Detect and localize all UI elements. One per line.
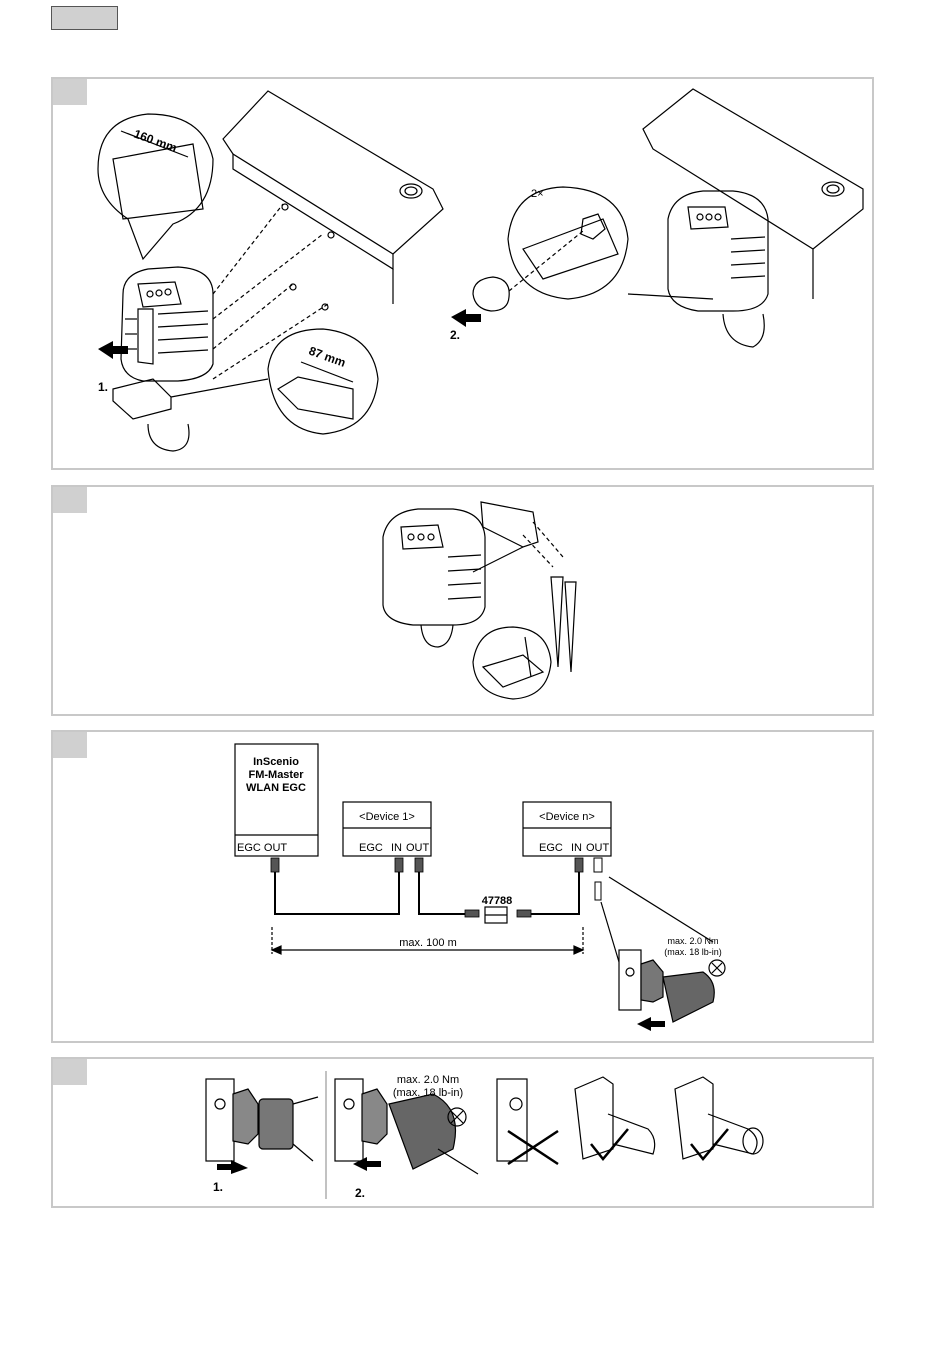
- device1-title: <Device 1>: [359, 811, 415, 823]
- panel-mounting-trailer: 1. 2. 160 mm 87 mm 2×: [51, 77, 874, 470]
- master-line1: InScenio: [253, 756, 299, 768]
- device1-port-in: IN: [391, 842, 402, 854]
- panel-terminator: 1. 2. max. 2.0 Nm (max. 18 lb-in): [51, 1057, 874, 1208]
- wiring-diagram: InScenio FM-Master WLAN EGC EGC OUT <Dev…: [53, 732, 874, 1043]
- push-arrow-icon: [98, 341, 128, 359]
- pull-arrow-icon: [217, 1160, 248, 1174]
- device1-port-egc: EGC: [359, 842, 383, 854]
- stakes-illustration: [53, 487, 874, 716]
- panel-ground-stakes: [51, 485, 874, 716]
- dim-bottom-label: 87 mm: [307, 344, 348, 370]
- push-arrow-icon: [451, 309, 481, 327]
- torque-line2: (max. 18 lb-in): [664, 947, 722, 957]
- master-line3: WLAN EGC: [246, 782, 306, 794]
- devicen-port-out: OUT: [586, 842, 610, 854]
- step2-label: 2.: [450, 328, 460, 342]
- term-torque-line1: max. 2.0 Nm: [397, 1074, 459, 1086]
- step1-label: 1.: [98, 380, 108, 394]
- devicen-port-in: IN: [571, 842, 582, 854]
- push-arrow-icon: [637, 1017, 665, 1031]
- panel-wiring: InScenio FM-Master WLAN EGC EGC OUT <Dev…: [51, 730, 874, 1043]
- header-tab: [51, 6, 118, 30]
- max-length-label: max. 100 m: [399, 937, 456, 949]
- term-torque-line2: (max. 18 lb-in): [393, 1087, 463, 1099]
- cable-part-label: 47788: [482, 895, 513, 907]
- device1-port-out: OUT: [406, 842, 430, 854]
- terminator-illustration: 1. 2. max. 2.0 Nm (max. 18 lb-in): [53, 1059, 874, 1208]
- mounting-illustration: 1. 2. 160 mm 87 mm 2×: [53, 79, 874, 470]
- torque-line1: max. 2.0 Nm: [667, 936, 718, 946]
- count-label: 2×: [531, 188, 544, 200]
- term-step2-label: 2.: [355, 1186, 365, 1200]
- devicen-port-egc: EGC: [539, 842, 563, 854]
- master-line2: FM-Master: [248, 769, 304, 781]
- push-arrow-icon: [353, 1157, 381, 1171]
- master-port-label: EGC OUT: [237, 842, 287, 854]
- terminator-plug: [595, 882, 601, 900]
- term-step1-label: 1.: [213, 1180, 223, 1194]
- devicen-title: <Device n>: [539, 811, 595, 823]
